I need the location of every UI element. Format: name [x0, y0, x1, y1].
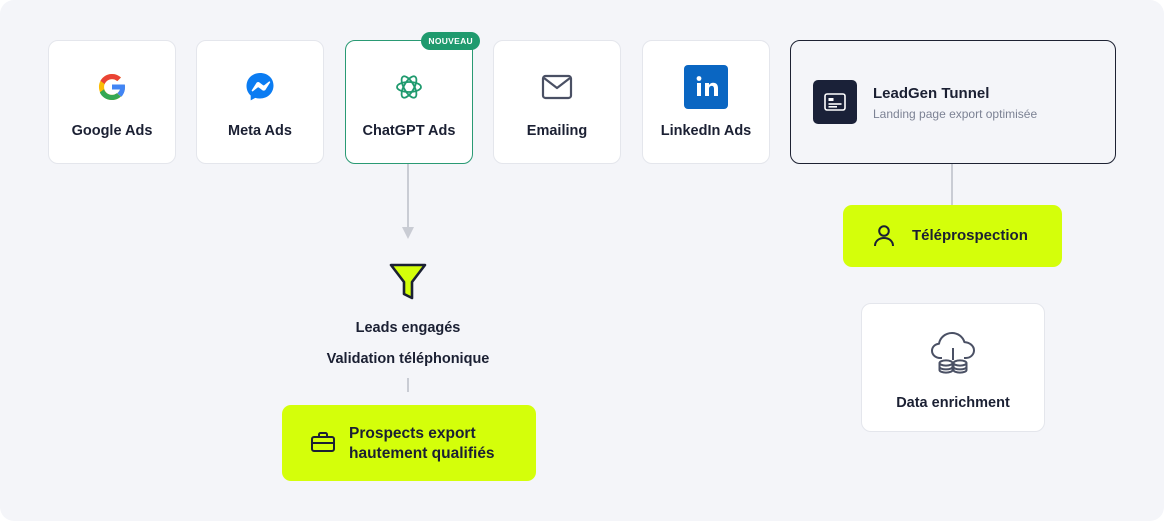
channel-card-meta-ads[interactable]: Meta Ads [196, 40, 324, 164]
leadgen-subtitle: Landing page export optimisée [873, 107, 1038, 121]
teleprospection-label: Téléprospection [912, 227, 1028, 244]
briefcase-icon [310, 431, 336, 458]
leadgen-tunnel-card[interactable]: LeadGen Tunnel Landing page export optim… [790, 40, 1116, 164]
data-enrichment-card[interactable]: Data enrichment [861, 303, 1045, 432]
new-badge: NOUVEAU [421, 32, 480, 50]
leadgen-title: LeadGen Tunnel [873, 85, 990, 102]
connector-line [951, 164, 953, 205]
channel-card-linkedin-ads[interactable]: LinkedIn Ads [642, 40, 770, 164]
channel-label: Emailing [526, 123, 588, 139]
connector-line [407, 164, 409, 228]
channel-card-emailing[interactable]: Emailing [493, 40, 621, 164]
cloud-database-icon [930, 328, 976, 383]
prospects-line-1: Prospects export [349, 425, 476, 442]
channel-label: LinkedIn Ads [660, 123, 752, 139]
funnel-icon [389, 263, 427, 300]
funnel-label-validation: Validation téléphonique [326, 351, 490, 367]
channel-label: ChatGPT Ads [362, 123, 456, 139]
google-icon [90, 65, 134, 109]
messenger-icon [238, 65, 282, 109]
landing-page-icon [813, 80, 857, 124]
user-icon [873, 224, 895, 253]
linkedin-icon [684, 65, 728, 109]
channel-label: Google Ads [71, 123, 153, 139]
channel-card-chatgpt-ads[interactable]: NOUVEAU ChatGPT Ads [345, 32, 480, 164]
data-enrichment-label: Data enrichment [896, 395, 1010, 411]
prospects-label: Prospects export hautement qualifiés [349, 424, 495, 464]
funnel-label-leads: Leads engagés [355, 320, 461, 336]
channel-label: Meta Ads [228, 123, 292, 139]
prospects-line-2: hautement qualifiés [349, 445, 495, 462]
channel-card-google-ads[interactable]: Google Ads [48, 40, 176, 164]
connector-line [407, 378, 409, 392]
arrow-down-icon [402, 227, 414, 239]
teleprospection-box[interactable]: Téléprospection [843, 205, 1062, 267]
prospects-box[interactable]: Prospects export hautement qualifiés [282, 405, 536, 481]
mail-icon [535, 65, 579, 109]
openai-icon [387, 65, 431, 109]
